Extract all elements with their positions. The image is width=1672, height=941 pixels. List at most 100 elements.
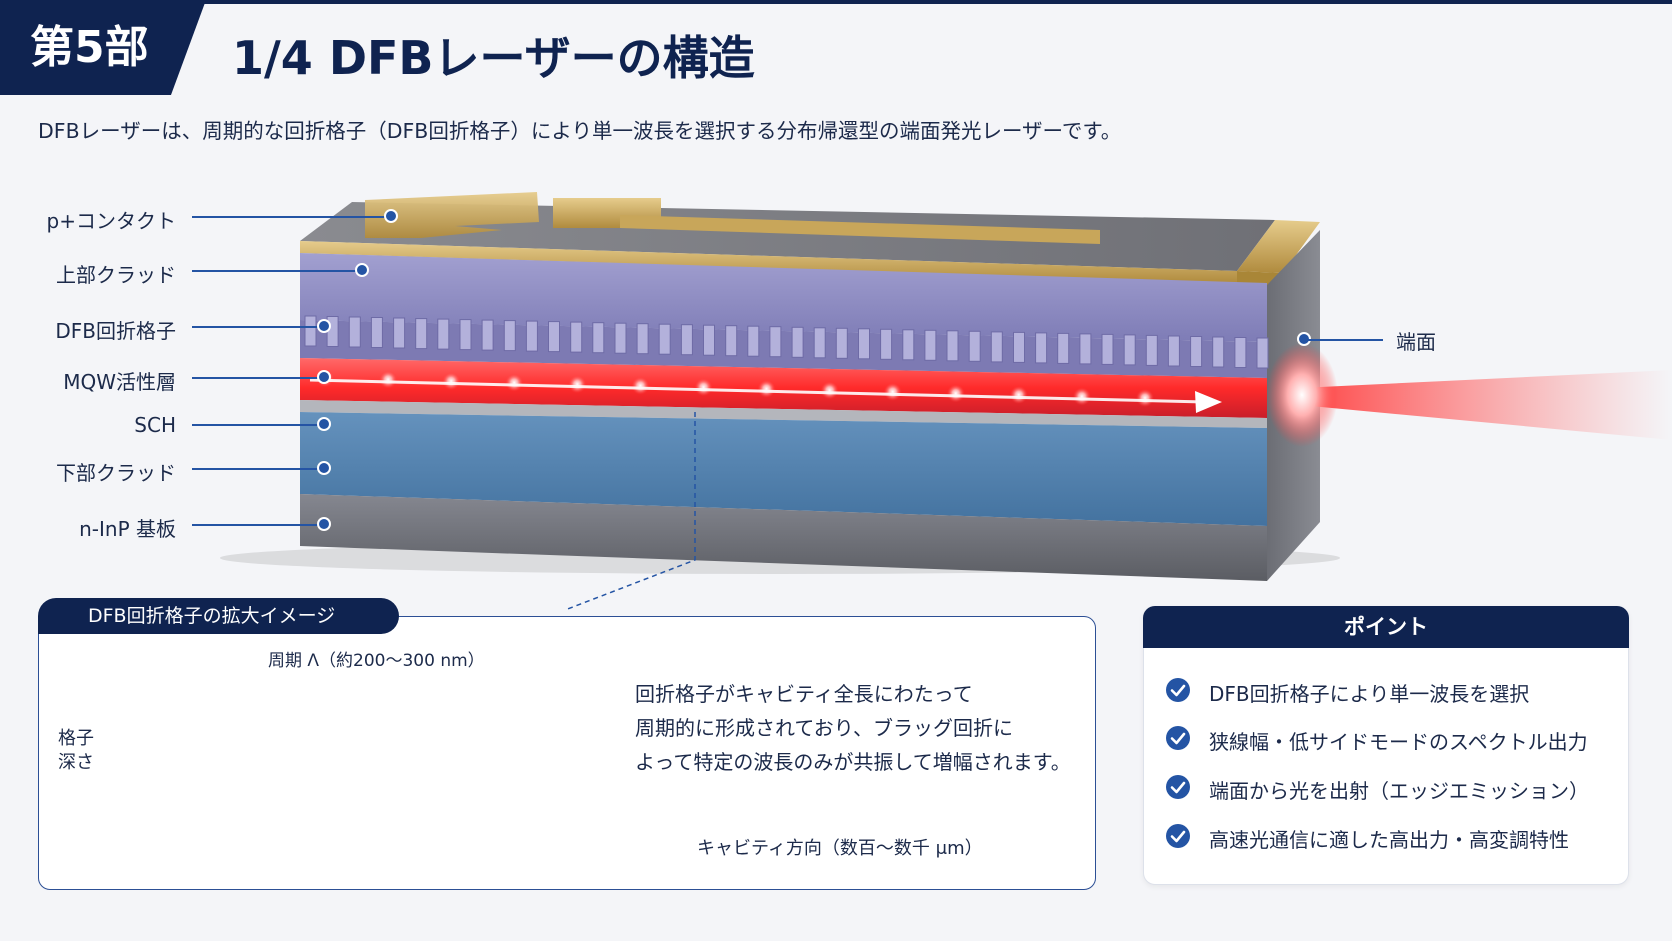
grating-tooth	[636, 323, 649, 355]
layer-label-dfb-grating: DFB回折格子	[55, 319, 176, 343]
leader-dot	[317, 370, 331, 384]
grating-tooth	[1123, 334, 1136, 366]
grating-tooth	[304, 315, 317, 347]
grating-tooth	[1190, 336, 1203, 367]
grating-tooth	[1167, 335, 1180, 367]
laser-beam	[1300, 370, 1672, 440]
grating-tooth	[459, 319, 472, 351]
layer-label-sch: SCH	[134, 413, 176, 437]
inset-description-line1: 回折格子がキャビティ全長にわたって	[635, 682, 973, 706]
point-item: DFB回折格子により単一波長を選択	[1209, 682, 1530, 706]
grating-tooth	[1256, 337, 1269, 369]
point-item: 端面から光を出射（エッジエミッション）	[1209, 779, 1589, 803]
mqw-glow	[442, 372, 461, 391]
page-title: 1/4 DFBレーザーの構造	[232, 31, 755, 85]
mqw-glow	[757, 379, 776, 398]
cavity-direction-label: キャビティ方向（数百〜数千 μm）	[697, 838, 983, 859]
grating-tooth	[1013, 331, 1025, 363]
points-title: ポイント	[1143, 606, 1629, 648]
mqw-glow	[505, 373, 524, 392]
point-item: 高速光通信に適した高出力・高変調特性	[1209, 828, 1569, 852]
check-circle-icon	[1166, 678, 1190, 702]
layer-label-substrate: n-InP 基板	[79, 517, 176, 541]
grating-tooth	[658, 323, 671, 355]
layer-label-p-contact: p+コンタクト	[46, 209, 176, 233]
mqw-glow	[1136, 389, 1154, 407]
grating-tooth	[769, 326, 782, 358]
mqw-glow	[694, 378, 713, 397]
layer-label-mqw: MQW活性層	[63, 370, 176, 394]
mqw-glow	[631, 376, 650, 395]
grating-inset-panel	[38, 616, 1096, 890]
leader-line	[1305, 339, 1383, 341]
leader-line	[192, 326, 322, 328]
facet-label: 端面	[1396, 330, 1436, 354]
leader-line	[192, 270, 362, 272]
grating-tooth	[525, 320, 538, 352]
grating-tooth	[703, 324, 715, 356]
facet-emission-glow	[1266, 343, 1338, 447]
grating-tooth	[1234, 337, 1247, 368]
grating-tooth	[503, 320, 516, 352]
leader-line	[192, 468, 322, 470]
leader-dot	[317, 417, 331, 431]
inset-description-line2: 周期的に形成されており、ブラッグ回折に	[635, 716, 1013, 740]
grating-tooth	[1079, 333, 1092, 365]
mqw-glow	[1072, 387, 1091, 406]
grating-tooth	[1057, 332, 1070, 364]
period-label: 周期 Λ（約200〜300 nm）	[268, 651, 485, 671]
light-direction-arrow	[1195, 391, 1222, 413]
points-panel	[1143, 606, 1629, 885]
grating-tooth	[946, 330, 959, 362]
inset-description-line3: よって特定の波長のみが共振して増幅されます。	[635, 750, 1071, 774]
mqw-glow	[883, 382, 902, 401]
grating-tooth	[791, 326, 804, 358]
grating-tooth	[924, 329, 937, 361]
leader-dot	[384, 209, 398, 223]
mqw-glow	[1009, 385, 1028, 404]
check-circle-icon	[1166, 824, 1190, 848]
grating-tooth	[481, 319, 494, 351]
grating-tooth	[813, 327, 826, 359]
grating-tooth	[1212, 336, 1225, 368]
leader-line	[192, 424, 322, 426]
grating-tooth	[902, 329, 915, 361]
layer-label-upper-cladding: 上部クラッド	[56, 263, 176, 287]
point-item: 狭線幅・低サイドモードのスペクトル出力	[1209, 730, 1588, 754]
leader-dot	[317, 517, 331, 531]
grating-tooth	[747, 325, 760, 357]
grating-tooth	[1101, 333, 1114, 365]
depth-label-line2: 深さ	[58, 752, 94, 773]
grating-tooth	[393, 317, 406, 349]
grating-tooth	[1145, 334, 1158, 366]
mqw-glow	[379, 370, 398, 389]
layer-label-lower-cladding: 下部クラッド	[56, 461, 176, 485]
grating-tooth	[680, 324, 693, 356]
grating-tooth	[1035, 332, 1048, 364]
mqw-glow	[820, 381, 839, 400]
grating-tooth	[370, 317, 383, 348]
leader-line	[192, 377, 322, 379]
grating-tooth	[880, 328, 893, 360]
grating-inset-title: DFB回折格子の拡大イメージ	[38, 598, 399, 634]
page-subtitle: DFBレーザーは、周期的な回折格子（DFB回折格子）により単一波長を選択する分布…	[38, 119, 1122, 143]
leader-dot	[317, 461, 331, 475]
mqw-glow	[946, 384, 965, 403]
check-circle-icon	[1166, 775, 1190, 799]
part-badge: 第5部	[0, 0, 206, 95]
mqw-glow	[568, 375, 587, 394]
grating-tooth	[990, 331, 1003, 363]
top-bar	[0, 0, 1672, 4]
leader-dot	[355, 263, 369, 277]
check-circle-icon	[1166, 726, 1190, 750]
grating-tooth	[348, 316, 361, 348]
grating-tooth	[592, 322, 605, 354]
depth-label-line1: 格子	[58, 728, 94, 749]
grating-tooth	[725, 325, 738, 357]
grating-tooth	[614, 322, 627, 354]
leader-line	[192, 524, 322, 526]
grating-tooth	[548, 321, 560, 353]
grating-tooth	[415, 318, 428, 350]
leader-dot	[317, 319, 331, 333]
leader-line	[192, 216, 390, 218]
